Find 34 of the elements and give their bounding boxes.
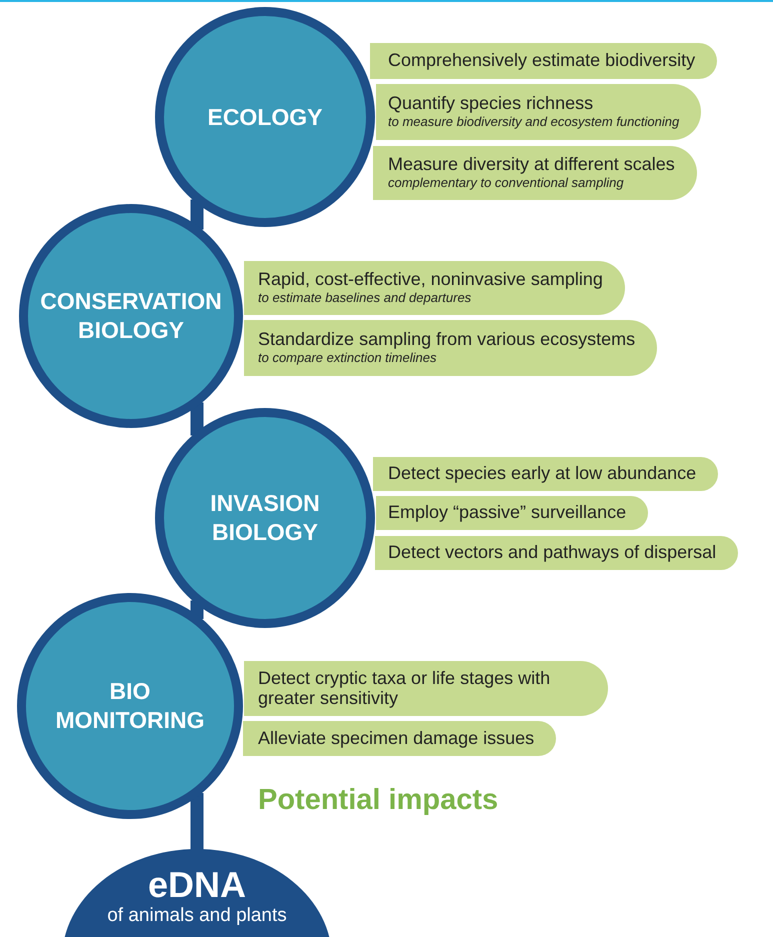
connector-stem [190,600,204,619]
impact-text: Employ “passive” surveillance [388,503,626,523]
impact-text: Detect species early at low abundance [388,464,696,484]
impact-note: to measure biodiversity and ecosystem functioning [388,114,680,130]
impact-bar [370,43,718,79]
impact-bar [376,496,648,530]
impact-bar [375,536,738,570]
topic-label: BIO MONITORING [54,677,206,735]
impact-bar [376,84,702,140]
connector-stem [190,199,204,230]
connector-stem [190,402,204,436]
impact-note: to compare extinction timelines [258,350,438,366]
topic-label: ECOLOGY [206,102,324,132]
impact-text: Detect cryptic taxa or life stages with greater sensitivity [258,668,552,708]
topic-label: CONSERVATION BIOLOGY [39,287,223,345]
impact-bar [244,261,625,315]
impact-bar [373,457,718,491]
impact-text: Detect vectors and pathways of dispersal [388,543,716,563]
source-subtitle: of animals and plants [107,904,287,928]
impact-bar [243,721,556,756]
impact-text: Rapid, cost-effective, noninvasive sampling [258,270,603,290]
impact-text: Standardize sampling from various ecosystems [258,330,636,350]
topic-label: INVASION BIOLOGY [209,489,321,547]
section-heading: Potential impacts [258,784,498,817]
impact-note: complementary to conventional sampling [388,175,625,191]
impact-text: Measure diversity at different scales [388,155,675,176]
source-title: eDNA [148,865,246,905]
impact-text: Quantify species richness [388,94,594,114]
impact-text: Alleviate specimen damage issues [258,728,534,748]
impact-bar [373,146,697,200]
impact-text: Comprehensively estimate biodiversity [388,51,696,71]
impact-bar [244,320,658,376]
impact-note: to estimate baselines and departures [258,290,472,306]
impact-bar [244,661,608,716]
